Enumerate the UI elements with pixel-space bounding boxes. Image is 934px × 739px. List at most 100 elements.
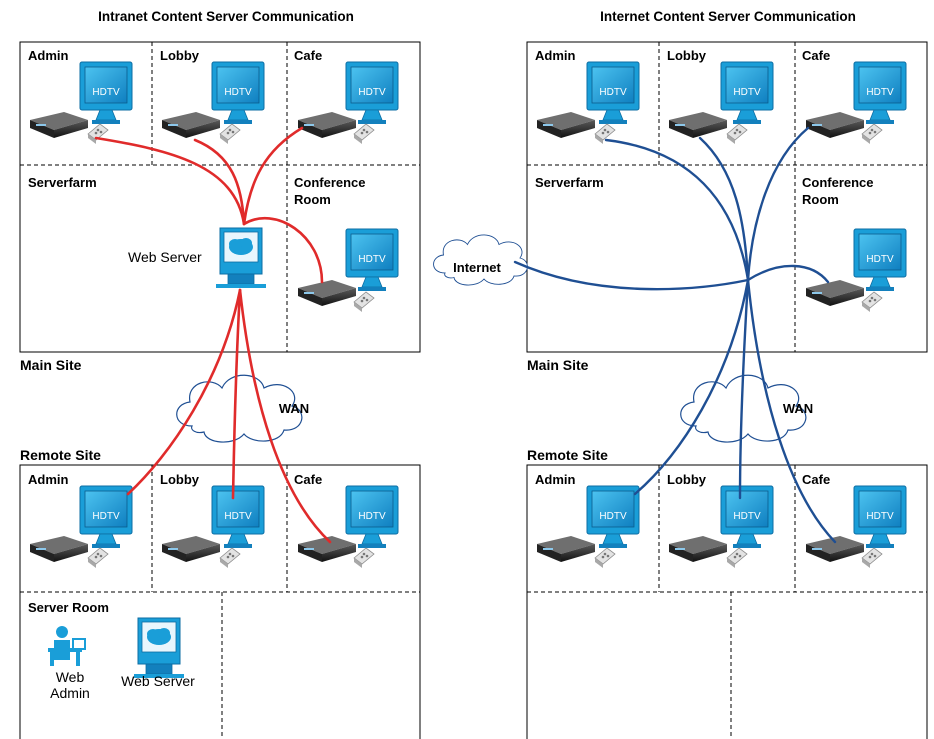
remote-control-icon xyxy=(861,547,883,569)
link-main-conference xyxy=(746,264,830,284)
internet-diagram-title: Internet Content Server Communication xyxy=(600,9,856,24)
hdtv-label: HDTV xyxy=(358,87,386,98)
hdtv-cafe-icon: HDTV xyxy=(345,485,399,549)
hdtv-label: HDTV xyxy=(92,511,120,522)
hdtv-admin-icon: HDTV xyxy=(586,61,640,125)
hdtv-label: HDTV xyxy=(599,511,627,522)
room-label-server-room: Server Room xyxy=(28,600,109,615)
room-label-lobby: Lobby xyxy=(667,48,707,63)
link-main-lobby xyxy=(193,138,246,226)
set-top-box-icon xyxy=(806,536,864,562)
remote-control-icon xyxy=(219,123,241,145)
link-main-conference xyxy=(242,217,324,284)
intranet-main-site-label: Main Site xyxy=(20,357,82,373)
link-main-cafe xyxy=(242,126,304,226)
hdtv-label: HDTV xyxy=(599,87,627,98)
internet-main-site-label: Main Site xyxy=(527,357,589,373)
remote-control-icon xyxy=(353,123,375,145)
room-label-cafe: Cafe xyxy=(294,48,322,63)
hdtv-label: HDTV xyxy=(866,511,894,522)
link-internet-hub xyxy=(513,260,750,291)
remote-control-icon xyxy=(594,547,616,569)
remote-control-icon xyxy=(861,123,883,145)
room-label-cafe: Cafe xyxy=(294,472,322,487)
hdtv-admin-icon: HDTV xyxy=(586,485,640,549)
room-label-cafe: Cafe xyxy=(802,48,830,63)
set-top-box-icon xyxy=(669,112,727,138)
set-top-box-icon xyxy=(806,280,864,306)
web-server-icon xyxy=(215,227,267,289)
link-remote-admin xyxy=(126,288,242,496)
wan-label: WAN xyxy=(279,401,309,416)
hdtv-label: HDTV xyxy=(224,87,252,98)
link-remote-lobby xyxy=(231,288,242,500)
intranet-diagram-title: Intranet Content Server Communication xyxy=(98,9,354,24)
internet-remote-site: Admin Lobby Cafe HDTV HDTV HDTV xyxy=(526,464,928,739)
wan-label: WAN xyxy=(783,401,813,416)
set-top-box-icon xyxy=(162,536,220,562)
hdtv-label: HDTV xyxy=(866,87,894,98)
internet-main-site: Admin Lobby Cafe Serverfarm Conference R… xyxy=(526,41,928,353)
remote-control-icon xyxy=(87,123,109,145)
hdtv-cafe-icon: HDTV xyxy=(853,485,907,549)
set-top-box-icon xyxy=(298,280,356,306)
room-label-admin: Admin xyxy=(28,472,69,487)
intranet-main-site: Admin Lobby Cafe Serverfarm Conference R… xyxy=(19,41,421,353)
web-server-label: Web Server xyxy=(121,673,195,689)
link-main-admin xyxy=(604,138,750,282)
link-remote-cafe xyxy=(746,278,837,544)
room-label-conference-room: Room xyxy=(294,192,331,207)
set-top-box-icon xyxy=(669,536,727,562)
web-admin-icon xyxy=(48,626,86,666)
hdtv-conference-icon: HDTV xyxy=(345,228,399,292)
remote-control-icon xyxy=(353,547,375,569)
set-top-box-icon xyxy=(298,112,356,138)
room-label-admin: Admin xyxy=(28,48,69,63)
hdtv-admin-icon: HDTV xyxy=(79,485,133,549)
room-label-lobby: Lobby xyxy=(667,472,707,487)
internet-links xyxy=(513,126,837,544)
remote-control-icon xyxy=(726,123,748,145)
set-top-box-icon xyxy=(537,536,595,562)
hdtv-label: HDTV xyxy=(866,254,894,265)
hdtv-label: HDTV xyxy=(733,87,761,98)
room-label-serverfarm: Serverfarm xyxy=(535,175,604,190)
set-top-box-icon xyxy=(806,112,864,138)
remote-control-icon xyxy=(861,291,883,313)
hdtv-label: HDTV xyxy=(358,511,386,522)
link-remote-cafe xyxy=(238,288,332,544)
hdtv-label: HDTV xyxy=(358,254,386,265)
hdtv-conference-icon: HDTV xyxy=(853,228,907,292)
remote-control-icon xyxy=(353,291,375,313)
remote-control-icon xyxy=(219,547,241,569)
link-remote-lobby xyxy=(738,278,750,500)
room-label-conference-room: Room xyxy=(802,192,839,207)
web-admin-label: Web xyxy=(56,669,85,685)
room-label-admin: Admin xyxy=(535,472,576,487)
web-server-icon xyxy=(133,617,185,679)
hdtv-lobby-icon: HDTV xyxy=(720,61,774,125)
hdtv-cafe-icon: HDTV xyxy=(853,61,907,125)
link-main-lobby xyxy=(698,136,750,282)
hdtv-label: HDTV xyxy=(733,511,761,522)
web-server-label: Web Server xyxy=(128,249,202,265)
hdtv-label: HDTV xyxy=(92,87,120,98)
hdtv-lobby-icon: HDTV xyxy=(211,485,265,549)
link-main-cafe xyxy=(746,126,810,282)
set-top-box-icon xyxy=(30,536,88,562)
web-admin-label: Admin xyxy=(50,685,90,701)
room-label-serverfarm: Serverfarm xyxy=(28,175,97,190)
set-top-box-icon xyxy=(162,112,220,138)
remote-control-icon xyxy=(87,547,109,569)
intranet-links xyxy=(94,126,332,544)
internet-label: Internet xyxy=(453,260,501,275)
hdtv-lobby-icon: HDTV xyxy=(720,485,774,549)
room-label-conference: Conference xyxy=(294,175,366,190)
intranet-remote-site: Admin Lobby Cafe Server Room HDTV HDTV H… xyxy=(19,464,421,739)
room-label-lobby: Lobby xyxy=(160,472,200,487)
link-remote-admin xyxy=(633,278,750,496)
set-top-box-icon xyxy=(30,112,88,138)
hdtv-cafe-icon: HDTV xyxy=(345,61,399,125)
hdtv-admin-icon: HDTV xyxy=(79,61,133,125)
